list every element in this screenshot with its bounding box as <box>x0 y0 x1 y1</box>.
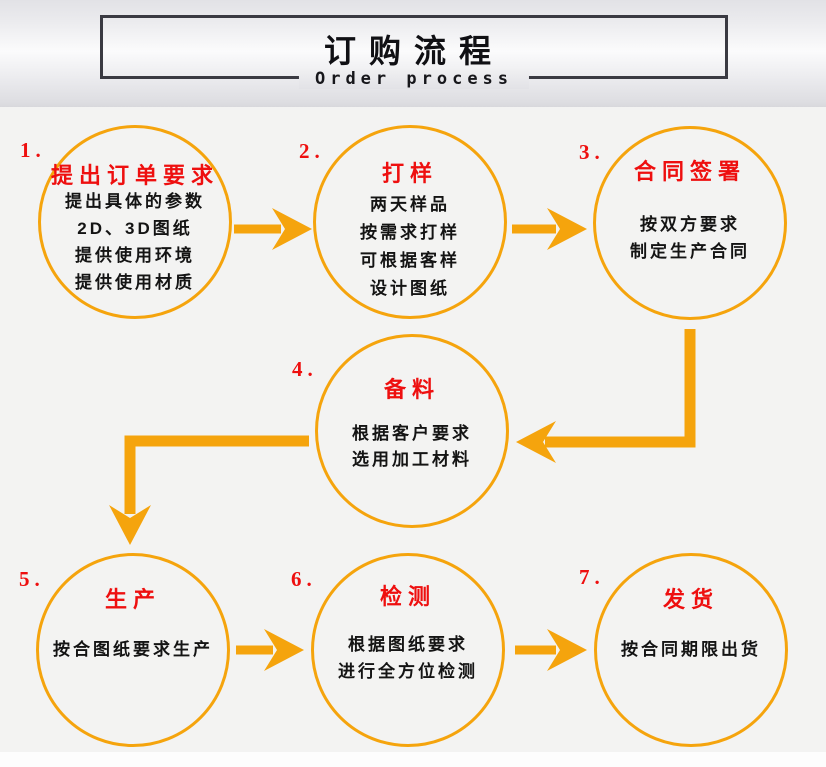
detail-line: 提供使用材质 <box>75 273 195 292</box>
detail-line: 进行全方位检测 <box>338 662 478 681</box>
step-5-title: 生产 <box>104 587 161 612</box>
detail-line: 可根据客样 <box>360 251 460 270</box>
step-6-number: 6. <box>291 567 317 591</box>
step-7-circle: 发货 按合同期限出货 <box>594 553 788 747</box>
step-4-number: 4. <box>292 357 318 381</box>
step-5-number: 5. <box>19 567 45 591</box>
detail-line: 根据客户要求 <box>352 424 472 443</box>
detail-line: 按双方要求 <box>640 215 740 234</box>
detail-line: 选用加工材料 <box>352 450 472 469</box>
step-2-details: 两天样品 按需求打样 可根据客样 设计图纸 <box>306 191 514 303</box>
arrow-step2-to-step3 <box>512 208 587 250</box>
step-1-number: 1. <box>20 138 46 162</box>
page-title: 订购流程 <box>323 33 504 69</box>
step-3-number: 3. <box>579 140 605 164</box>
page-subtitle: Order process <box>298 69 530 89</box>
arrow-step3-to-step4 <box>516 329 696 463</box>
detail-line: 提出具体的参数 <box>65 192 205 211</box>
step-5-details: 按合图纸要求生产 <box>29 636 237 663</box>
step-4-details: 根据客户要求 选用加工材料 <box>308 421 516 473</box>
arrow-step4-to-step5 <box>109 435 309 545</box>
detail-line: 制定生产合同 <box>630 242 750 261</box>
step-6-details: 根据图纸要求 进行全方位检测 <box>304 631 512 685</box>
step-3-title: 合同签署 <box>633 159 746 184</box>
step-2-number: 2. <box>299 139 325 163</box>
detail-line: 根据图纸要求 <box>348 635 468 654</box>
detail-line: 提供使用环境 <box>75 246 195 265</box>
arrow-step5-to-step6 <box>236 629 304 671</box>
title-box: 订购流程 Order process <box>100 15 728 89</box>
step-2-circle: 打样 两天样品 按需求打样 可根据客样 设计图纸 <box>313 125 507 319</box>
step-1-details: 提出具体的参数 2D、3D图纸 提供使用环境 提供使用材质 <box>31 188 239 296</box>
arrow-step1-to-step2 <box>234 208 312 250</box>
step-5-circle: 生产 按合图纸要求生产 <box>36 553 230 747</box>
detail-line: 2D、3D图纸 <box>77 219 193 238</box>
step-7-title: 发货 <box>662 587 719 612</box>
step-7-number: 7. <box>579 565 605 589</box>
step-6-title: 检测 <box>379 584 436 609</box>
step-4-circle: 备料 根据客户要求 选用加工材料 <box>315 334 509 528</box>
step-6-circle: 检测 根据图纸要求 进行全方位检测 <box>311 553 505 747</box>
step-4-title: 备料 <box>383 377 440 402</box>
detail-line: 设计图纸 <box>370 279 450 298</box>
step-2-title: 打样 <box>381 161 438 186</box>
step-7-details: 按合同期限出货 <box>587 636 795 663</box>
arrow-step6-to-step7 <box>515 629 587 671</box>
step-1-title: 提出订单要求 <box>50 163 219 188</box>
detail-line: 按合图纸要求生产 <box>53 640 213 659</box>
detail-line: 按需求打样 <box>360 223 460 242</box>
detail-line: 按合同期限出货 <box>621 640 761 659</box>
step-3-details: 按双方要求 制定生产合同 <box>586 211 794 265</box>
step-3-circle: 合同签署 按双方要求 制定生产合同 <box>593 126 787 320</box>
step-1-circle: 提出订单要求 提出具体的参数 2D、3D图纸 提供使用环境 提供使用材质 <box>38 125 232 319</box>
bottom-strip <box>0 752 826 767</box>
detail-line: 两天样品 <box>370 195 450 214</box>
